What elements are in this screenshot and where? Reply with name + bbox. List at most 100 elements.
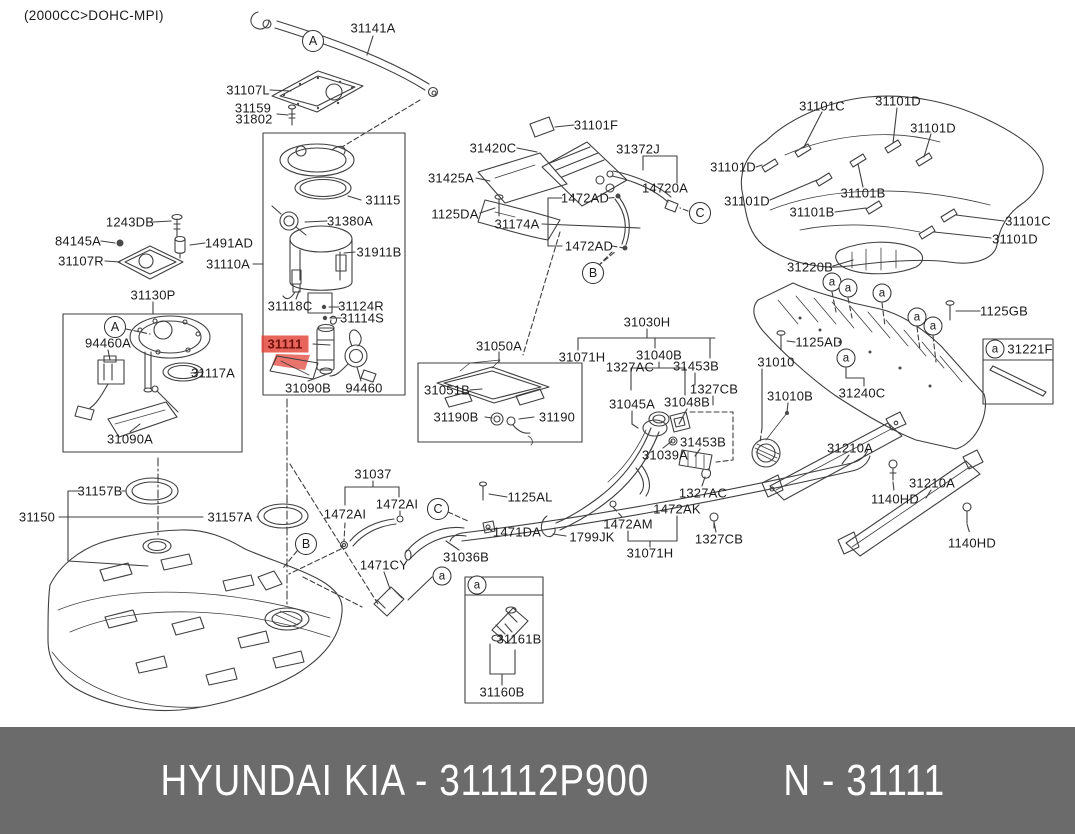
part-label-1125DA: 1125DA <box>431 206 479 222</box>
part-label-1327CB: 1327CB <box>694 531 744 547</box>
part-label-31117A: 31117A <box>190 365 236 381</box>
part-label-31160B: 31160B <box>479 684 525 700</box>
part-label-31101D: 31101D <box>910 120 956 136</box>
part-label-31190B: 31190B <box>433 409 479 425</box>
part-label-31101D: 31101D <box>710 159 756 175</box>
view-marker-a: a <box>872 283 892 303</box>
view-marker-B: B <box>582 262 604 284</box>
part-label-31051B: 31051B <box>423 382 471 398</box>
part-label-31220B: 31220B <box>786 259 834 275</box>
engine-variant-title: (2000CC>DOHC-MPI) <box>24 8 164 23</box>
part-label-94460: 94460 <box>345 380 383 396</box>
part-label-31190: 31190 <box>538 409 576 425</box>
part-label-31037: 31037 <box>354 466 392 482</box>
part-label-31159: 31159 <box>234 100 272 116</box>
part-label-31045A: 31045A <box>608 396 656 412</box>
part-label-31157A: 31157A <box>207 509 253 525</box>
part-label-31114S: 31114S <box>339 310 385 326</box>
part-label-31802: 31802 <box>235 111 273 127</box>
part-label-31174A: 31174A <box>494 216 540 232</box>
part-label-31130P: 31130P <box>130 287 176 303</box>
part-label-31107R: 31107R <box>58 253 104 269</box>
view-marker-C: C <box>427 498 449 520</box>
view-marker-a: a <box>907 307 927 327</box>
view-marker-C: C <box>689 202 711 224</box>
part-label-31150: 31150 <box>18 509 56 525</box>
part-label-31124R: 31124R <box>338 298 384 314</box>
part-label-31453B: 31453B <box>679 434 727 450</box>
view-marker-a: a <box>838 278 858 298</box>
part-label-1472AK: 1472AK <box>653 501 701 517</box>
part-label-1471DA: 1471DA <box>492 524 542 540</box>
footer-brand-part-number: HYUNDAI KIA - 311112P900 <box>160 755 650 805</box>
part-label-31048B: 31048B <box>663 394 711 410</box>
part-label-31911B: 31911B <box>356 244 402 260</box>
part-label-31111: 31111 <box>261 335 309 353</box>
part-label-31107L: 31107L <box>226 82 270 98</box>
part-label-31101C: 31101C <box>1005 213 1051 229</box>
part-label-1327CB: 1327CB <box>689 381 739 397</box>
part-label-31141A: 31141A <box>350 20 396 36</box>
part-label-31115: 31115 <box>365 192 401 208</box>
part-label-1472AM: 1472AM <box>603 516 653 532</box>
part-label-31039A: 31039A <box>641 447 689 463</box>
part-label-1125GB: 1125GB <box>980 303 1028 319</box>
view-marker-B: B <box>295 533 317 555</box>
part-label-31101D: 31101D <box>875 93 921 109</box>
view-marker-A: A <box>302 30 324 52</box>
footer-reference-number: N - 31111 <box>783 755 946 805</box>
part-label-31453B: 31453B <box>672 358 720 374</box>
part-label-1140HD: 1140HD <box>948 535 996 551</box>
view-marker-a: a <box>923 316 943 336</box>
part-label-31101B: 31101B <box>840 185 886 201</box>
part-label-31030H: 31030H <box>623 314 671 330</box>
part-label-1327AC: 1327AC <box>605 359 655 375</box>
part-label-31380A: 31380A <box>326 213 374 229</box>
part-label-94460A: 94460A <box>84 335 132 351</box>
part-label-84145A: 84145A <box>54 233 102 249</box>
part-label-1125AD: 1125AD <box>795 334 843 350</box>
part-label-31157B: 31157B <box>77 483 123 499</box>
view-marker-a: a <box>467 575 487 595</box>
part-label-31372J: 31372J <box>616 141 660 157</box>
part-label-31210A: 31210A <box>908 475 956 491</box>
part-label-31071H: 31071H <box>626 545 674 561</box>
part-label-31101D: 31101D <box>724 193 770 209</box>
part-label-31118C: 31118C <box>267 298 313 314</box>
view-marker-a: a <box>985 339 1005 359</box>
part-label-1125AL: 1125AL <box>507 489 553 505</box>
part-label-31240C: 31240C <box>838 385 886 401</box>
part-label-31101B: 31101B <box>789 204 835 220</box>
part-label-1472AI: 1472AI <box>375 496 419 512</box>
part-label-1327AC: 1327AC <box>678 485 728 501</box>
part-label-31090A: 31090A <box>106 431 154 447</box>
part-label-31425A: 31425A <box>427 170 475 186</box>
view-marker-a: a <box>836 348 856 368</box>
part-label-31101C: 31101C <box>799 98 845 114</box>
part-label-31101F: 31101F <box>573 117 619 133</box>
part-label-31010B: 31010B <box>766 388 814 404</box>
part-label-31110A: 31110A <box>205 256 251 272</box>
part-label-1472AD: 1472AD <box>564 238 614 254</box>
part-label-1243DB: 1243DB <box>105 214 155 230</box>
part-label-1472AI: 1472AI <box>323 506 367 522</box>
diagram-line-art <box>47 11 1054 712</box>
part-label-1472AD: 1472AD <box>560 190 610 206</box>
part-label-31420C: 31420C <box>469 140 517 156</box>
part-label-14720A: 14720A <box>641 180 689 196</box>
footer-banner: HYUNDAI KIA - 311112P900 N - 31111 <box>0 727 1075 834</box>
part-label-31161B: 31161B <box>496 631 542 647</box>
part-label-31010: 31010 <box>757 354 795 370</box>
part-label-31036B: 31036B <box>442 549 490 565</box>
part-label-31210A: 31210A <box>826 440 874 456</box>
part-label-31101D: 31101D <box>992 231 1038 247</box>
part-label-31221F: 31221F <box>1007 341 1053 357</box>
part-label-1799JK: 1799JK <box>569 529 615 545</box>
part-label-31040B: 31040B <box>635 347 683 363</box>
part-label-31071H: 31071H <box>558 349 606 365</box>
view-marker-A: A <box>104 316 126 338</box>
part-label-31090B: 31090B <box>284 380 332 396</box>
view-marker-a: a <box>432 566 452 586</box>
part-label-1140HD: 1140HD <box>871 491 919 507</box>
